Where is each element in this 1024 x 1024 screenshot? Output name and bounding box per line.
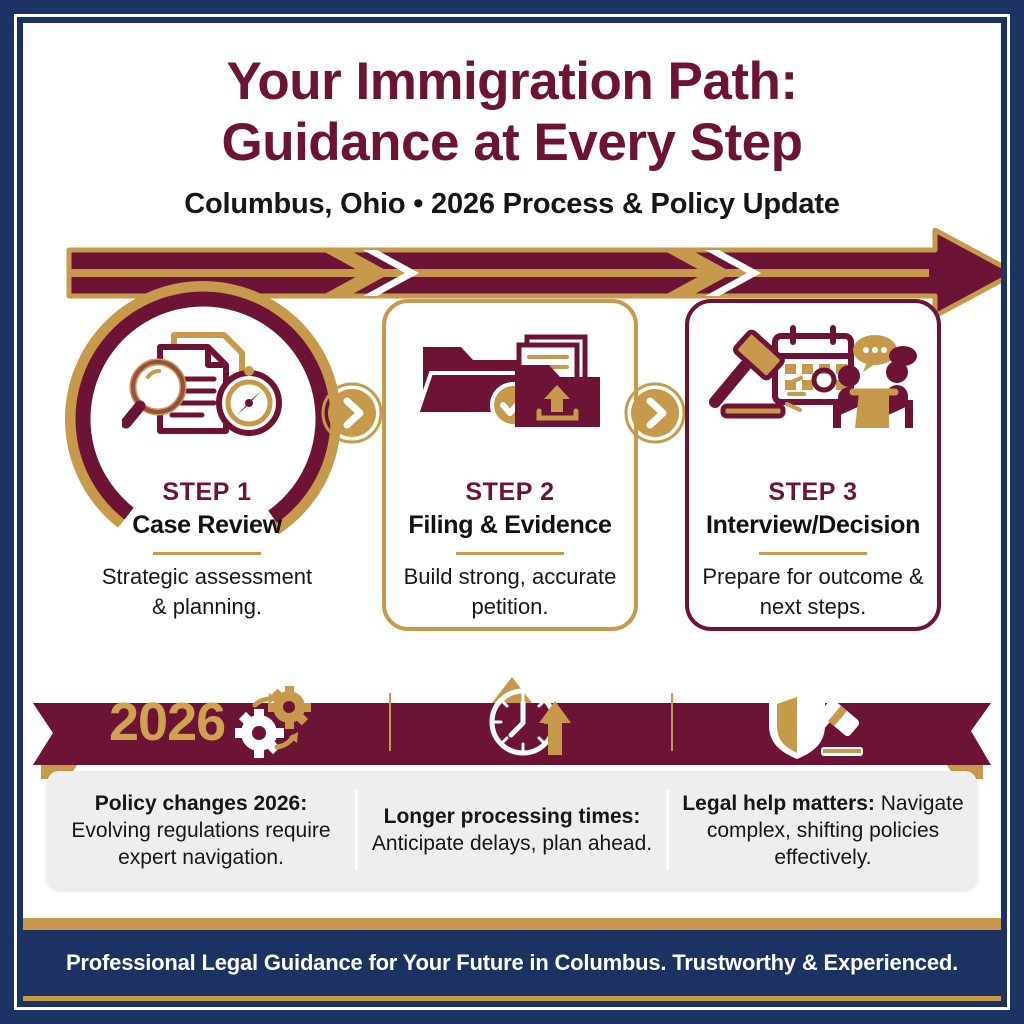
footer-accent-bottom (23, 996, 1001, 1001)
step-2-icons (368, 317, 652, 447)
banner-divider-1 (389, 693, 391, 751)
fact-divider-2 (666, 790, 669, 870)
step-3-icons (671, 317, 955, 447)
steps-row: STEP 1 Case Review Strategic assessment … (23, 259, 1001, 659)
banner-shield-group (673, 683, 953, 761)
fact-cards: Policy changes 2026: Evolving regulation… (47, 771, 977, 889)
title-line-1: Your Immigration Path: (226, 52, 798, 111)
connector-chevron-1 (321, 382, 383, 444)
step-3-divider (759, 552, 867, 555)
step-2-divider (456, 552, 564, 555)
step-1-divider (153, 552, 261, 555)
banner-content: 2026 (93, 679, 953, 765)
step-1-icons (65, 321, 349, 451)
page-subtitle: Columbus, Ohio • 2026 Process & Policy U… (184, 188, 840, 220)
step-2-description: Build strong, accurate petition. (403, 564, 617, 619)
fact-2-bold: Longer processing times: (383, 805, 641, 828)
fact-3-bold: Legal help matters: (682, 791, 875, 815)
footer-text: Professional Legal Guidance for Your Fut… (65, 950, 959, 975)
step-1-label: STEP 1 (162, 478, 252, 506)
gears-icon (235, 686, 312, 758)
step-3-title: Interview/Decision (705, 511, 921, 539)
banner-year-group: 2026 (93, 685, 389, 759)
title-line-2: Guidance at Every Step (221, 113, 803, 172)
shield-gavel-icon (769, 689, 863, 759)
connector-chevron-2 (624, 382, 686, 444)
banner-divider-2 (671, 693, 673, 751)
step-1-title: Case Review (132, 511, 282, 539)
banner-clock-group (391, 683, 671, 761)
step-2-title: Filing & Evidence (408, 511, 612, 539)
step-3-description: Prepare for outcome & next steps. (702, 564, 924, 619)
footer-accent-top (23, 918, 1001, 930)
fact-1-bold: Policy changes 2026: (94, 791, 308, 815)
outer-frame-white (14, 14, 1010, 1010)
fact-2-text: Anticipate delays, plan ahead. (371, 832, 653, 855)
step-1-description: Strategic assessment & planning. (101, 564, 313, 619)
progress-arrow (63, 228, 1001, 318)
fact-3-text: Navigate complex, shifting policies effe… (706, 791, 964, 869)
step-3-label: STEP 3 (768, 478, 858, 506)
banner-year: 2026 (109, 692, 226, 752)
step-card-1[interactable]: STEP 1 Case Review Strategic assessment … (65, 259, 349, 651)
poster-canvas: Your Immigration Path: Guidance at Every… (23, 23, 1001, 1001)
fact-1-text: Evolving regulations require expert navi… (71, 818, 331, 869)
step-card-2[interactable]: STEP 2 Filing & Evidence Build strong, a… (368, 259, 652, 651)
page-title: Your Immigration Path: Guidance at Every… (23, 51, 1001, 173)
clock-arrow-icon (489, 688, 571, 756)
year-banner: 2026 (23, 661, 1001, 779)
footer-bar: Professional Legal Guidance for Your Fut… (23, 930, 1001, 996)
step-card-3[interactable]: STEP 3 Interview/Decision Prepare for ou… (671, 259, 955, 651)
fact-divider-1 (355, 790, 358, 870)
step-2-label: STEP 2 (465, 478, 555, 506)
fact-card-1: Policy changes 2026: Evolving regulation… (47, 790, 355, 871)
fact-card-3: Legal help matters: Navigate complex, sh… (669, 790, 977, 871)
fact-card-2: Longer processing times: Anticipate dela… (358, 803, 666, 857)
